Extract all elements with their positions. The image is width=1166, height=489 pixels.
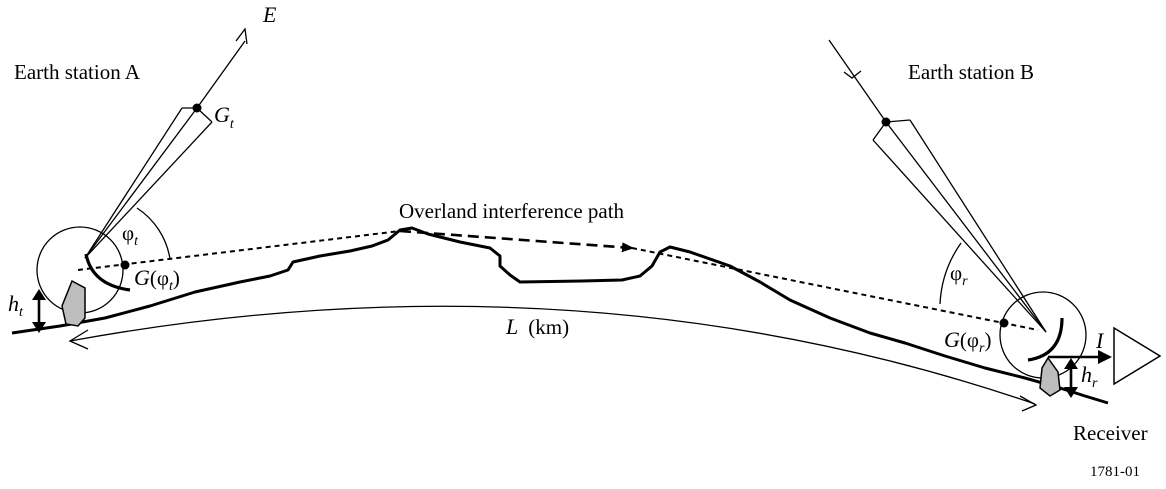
g-phi-t-sub: t bbox=[169, 279, 174, 294]
hr-main: h bbox=[1081, 362, 1092, 387]
hr-label: hr bbox=[1081, 362, 1098, 391]
distance-unit: (km) bbox=[528, 315, 569, 339]
station-a-label: Earth station A bbox=[14, 60, 141, 84]
i-symbol: I bbox=[1095, 328, 1105, 353]
g-phi-t-label: G(φt) bbox=[134, 265, 180, 294]
station-a-dish bbox=[84, 253, 131, 292]
phi-r-sub: r bbox=[962, 274, 968, 289]
receiver-triangle bbox=[1113, 326, 1162, 386]
g-phi-r-close: ) bbox=[984, 328, 991, 352]
g-phi-t-open: (φ bbox=[150, 266, 169, 290]
ht-arrowhead-bottom bbox=[32, 322, 46, 333]
e-symbol: E bbox=[262, 2, 277, 27]
distance-var: L bbox=[505, 314, 518, 339]
gt-sub: t bbox=[230, 117, 235, 132]
distance-arc-left-arrowhead bbox=[68, 329, 89, 350]
station-b-mount bbox=[1039, 356, 1061, 397]
distance-arc-right-arrowhead bbox=[1019, 395, 1038, 412]
figure-id: 1781-01 bbox=[1090, 464, 1140, 480]
gt-label: Gt bbox=[214, 102, 235, 132]
g-phi-t-close: ) bbox=[173, 266, 180, 290]
g-phi-t-point bbox=[120, 260, 130, 270]
gt-main: G bbox=[214, 102, 230, 127]
phi-t-label: φt bbox=[122, 221, 139, 249]
station-a-beam-right bbox=[84, 121, 213, 259]
g-phi-r-sub: r bbox=[979, 341, 985, 356]
station-a-mount bbox=[61, 279, 86, 327]
distance-label: L (km) bbox=[505, 314, 569, 339]
gr-point bbox=[881, 117, 891, 127]
station-a-beam-left bbox=[84, 107, 183, 259]
ht-arrowhead-top bbox=[32, 289, 46, 300]
phi-r-label: φr bbox=[950, 261, 968, 289]
phi-r-main: φ bbox=[950, 261, 962, 285]
station-b-label: Earth station B bbox=[908, 60, 1034, 84]
ht-main: h bbox=[8, 291, 19, 316]
direction-e-line bbox=[196, 40, 246, 109]
output-i-arrowhead bbox=[1098, 350, 1112, 364]
station-b-dish bbox=[1027, 317, 1064, 362]
station-b-beam-axis bbox=[885, 121, 1047, 333]
terrain-profile bbox=[11, 226, 1109, 405]
hr-arrowhead-top bbox=[1064, 358, 1078, 369]
g-phi-r-g: G bbox=[944, 327, 960, 352]
g-phi-r-open: (φ bbox=[960, 328, 979, 352]
interference-path-segment-3 bbox=[631, 247, 1039, 331]
incoming-signal-line bbox=[828, 39, 887, 123]
incoming-signal-arrow bbox=[843, 70, 862, 79]
station-a-beam-axis bbox=[84, 107, 198, 259]
station-b-beam-left bbox=[872, 139, 1047, 333]
ht-label: ht bbox=[8, 291, 24, 320]
distance-arc bbox=[69, 305, 1036, 405]
g-phi-t-g: G bbox=[134, 265, 150, 290]
hr-sub: r bbox=[1092, 376, 1098, 391]
receiver-label: Receiver bbox=[1073, 421, 1148, 445]
path-label: Overland interference path bbox=[399, 199, 625, 223]
phi-t-main: φ bbox=[122, 221, 134, 245]
phi-t-angle-arc bbox=[136, 207, 171, 260]
direction-e-arrow bbox=[235, 27, 248, 45]
phi-t-sub: t bbox=[134, 234, 139, 249]
g-phi-r-point bbox=[999, 318, 1009, 328]
station-b-beam-right bbox=[909, 119, 1047, 333]
ht-sub: t bbox=[19, 305, 24, 320]
hr-arrowhead-bottom bbox=[1064, 387, 1078, 398]
interference-path-segment-2 bbox=[399, 229, 634, 253]
gt-point bbox=[192, 103, 202, 113]
phi-r-angle-arc bbox=[939, 242, 962, 305]
g-phi-r-label: G(φr) bbox=[944, 327, 991, 356]
interference-path-segment-1 bbox=[77, 230, 401, 271]
